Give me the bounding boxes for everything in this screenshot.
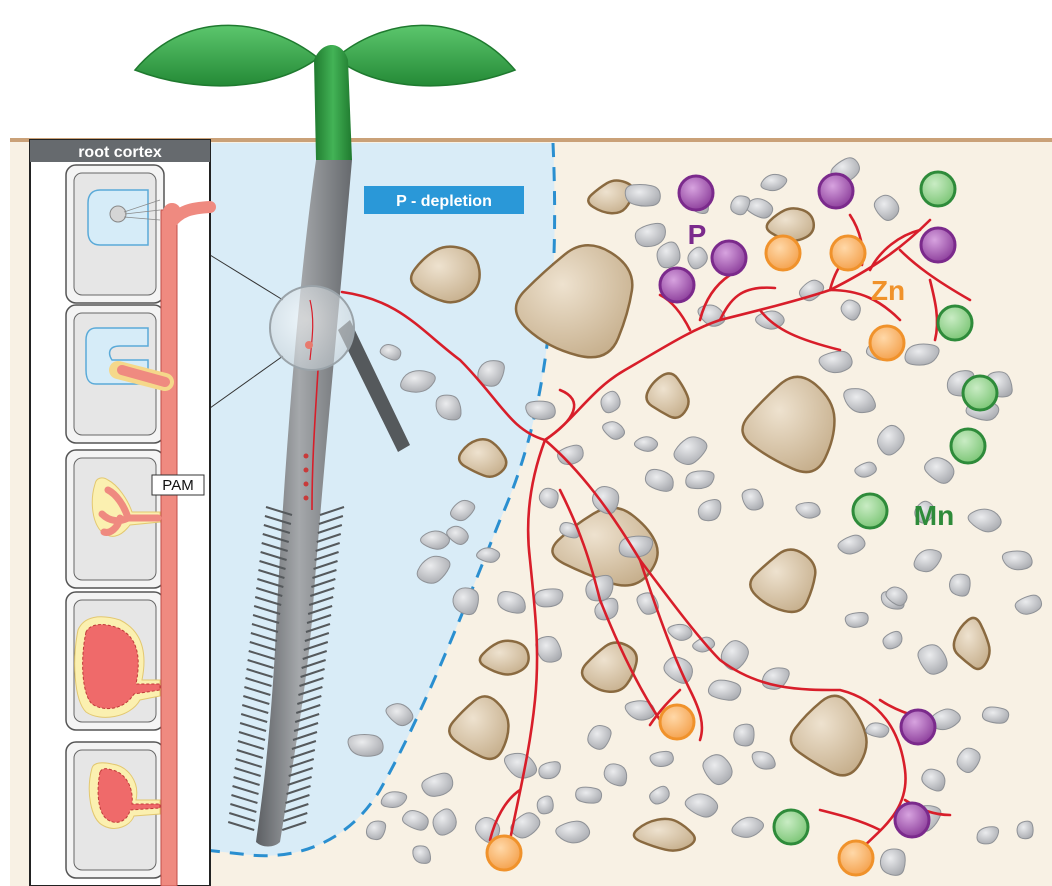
gray-particle <box>949 574 970 596</box>
nutrient-label-p: P <box>688 219 707 250</box>
nutrient-ion-p <box>895 803 929 837</box>
magnified-arbuscule <box>305 341 313 349</box>
nutrient-ion-mn <box>921 172 955 206</box>
intercellular-hypha <box>161 210 177 886</box>
nutrient-ion-p <box>921 228 955 262</box>
nucleus <box>110 206 126 222</box>
pam-label: PAM <box>162 477 193 494</box>
nutrient-ion-zn <box>766 236 800 270</box>
gray-particle <box>576 787 602 803</box>
root-arbuscule <box>304 496 309 501</box>
nutrient-ion-p <box>712 241 746 275</box>
nutrient-ion-mn <box>951 429 985 463</box>
magnifier-lens <box>270 286 354 370</box>
leaf-right <box>336 25 515 85</box>
gray-particle <box>734 724 754 746</box>
depletion-label: P - depletion <box>396 193 492 210</box>
nutrient-label-mn: Mn <box>914 500 954 531</box>
nutrient-ion-mn <box>774 810 808 844</box>
gray-particle <box>625 185 660 207</box>
nutrient-ion-mn <box>938 306 972 340</box>
root-arbuscule <box>304 482 309 487</box>
nutrient-label-zn: Zn <box>871 275 905 306</box>
root-cortex-inset: root cortex PAM <box>30 140 210 886</box>
nutrient-ion-mn <box>963 376 997 410</box>
nutrient-ion-zn <box>487 836 521 870</box>
nutrient-ion-p <box>660 268 694 302</box>
root-arbuscule <box>304 454 309 459</box>
gray-particle <box>1017 821 1033 839</box>
nutrient-ion-p <box>819 174 853 208</box>
gray-particle <box>650 751 673 766</box>
hypha-entry-tip <box>163 203 181 221</box>
gray-particle <box>526 401 556 419</box>
nutrient-ion-zn <box>831 236 865 270</box>
gray-particle <box>845 613 868 628</box>
nutrient-ion-mn <box>853 494 887 528</box>
leaf-left <box>135 25 318 85</box>
gray-particle <box>880 849 905 875</box>
inset-title: root cortex <box>78 144 162 161</box>
nutrient-ion-p <box>901 710 935 744</box>
gray-particle <box>537 796 553 814</box>
root-arbuscule <box>304 468 309 473</box>
nutrient-ion-zn <box>839 841 873 875</box>
gray-particle <box>982 707 1008 723</box>
stem <box>314 45 352 160</box>
nutrient-ion-p <box>679 176 713 210</box>
nutrient-ion-zn <box>870 326 904 360</box>
gray-particle <box>535 589 563 607</box>
nutrient-ion-zn <box>660 705 694 739</box>
